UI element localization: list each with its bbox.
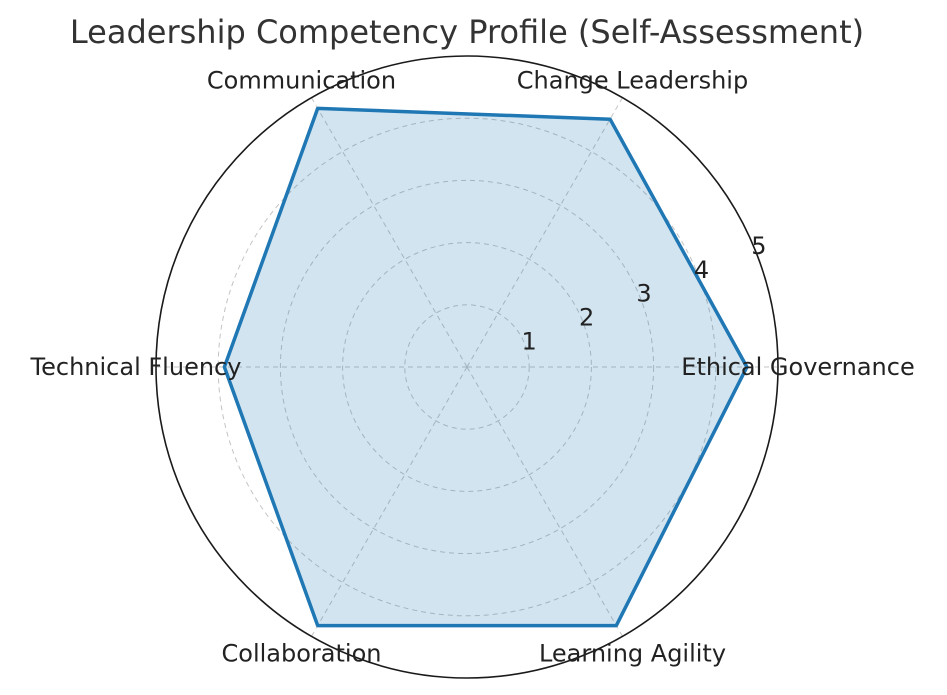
spoke-2 — [311, 97, 468, 368]
series-line — [222, 106, 749, 628]
category-label-1: Change Leadership — [517, 66, 748, 94]
chart-title: Leadership Competency Profile (Self-Asse… — [70, 13, 864, 51]
spoke-5 — [466, 366, 623, 637]
spoke-1 — [466, 97, 623, 368]
tick-label-3: 3 — [636, 280, 651, 308]
category-label-5: Learning Agility — [539, 640, 726, 668]
grid-ring-4 — [217, 117, 717, 617]
category-label-4: Collaboration — [222, 640, 382, 668]
tick-label-1: 1 — [521, 327, 536, 355]
category-label-0: Ethical Governance — [681, 353, 914, 381]
grid-ring-2 — [342, 242, 592, 492]
label-layer: Ethical Governance Change Leadership Commu… — [30, 66, 915, 667]
category-label-3: Technical Fluency — [30, 353, 242, 381]
category-label-2: Communication — [207, 66, 396, 94]
tick-label-4: 4 — [694, 256, 709, 284]
outer-ring — [155, 55, 779, 679]
tick-layer: 1 2 3 4 5 — [521, 232, 766, 355]
tick-label-2: 2 — [579, 304, 594, 332]
spoke-4 — [311, 366, 468, 637]
grid-layer — [155, 55, 779, 679]
grid-ring-3 — [279, 179, 655, 555]
tick-label-5: 5 — [751, 232, 766, 260]
series-area — [224, 108, 747, 626]
grid-ring-1 — [404, 304, 530, 430]
series-layer — [222, 106, 749, 628]
